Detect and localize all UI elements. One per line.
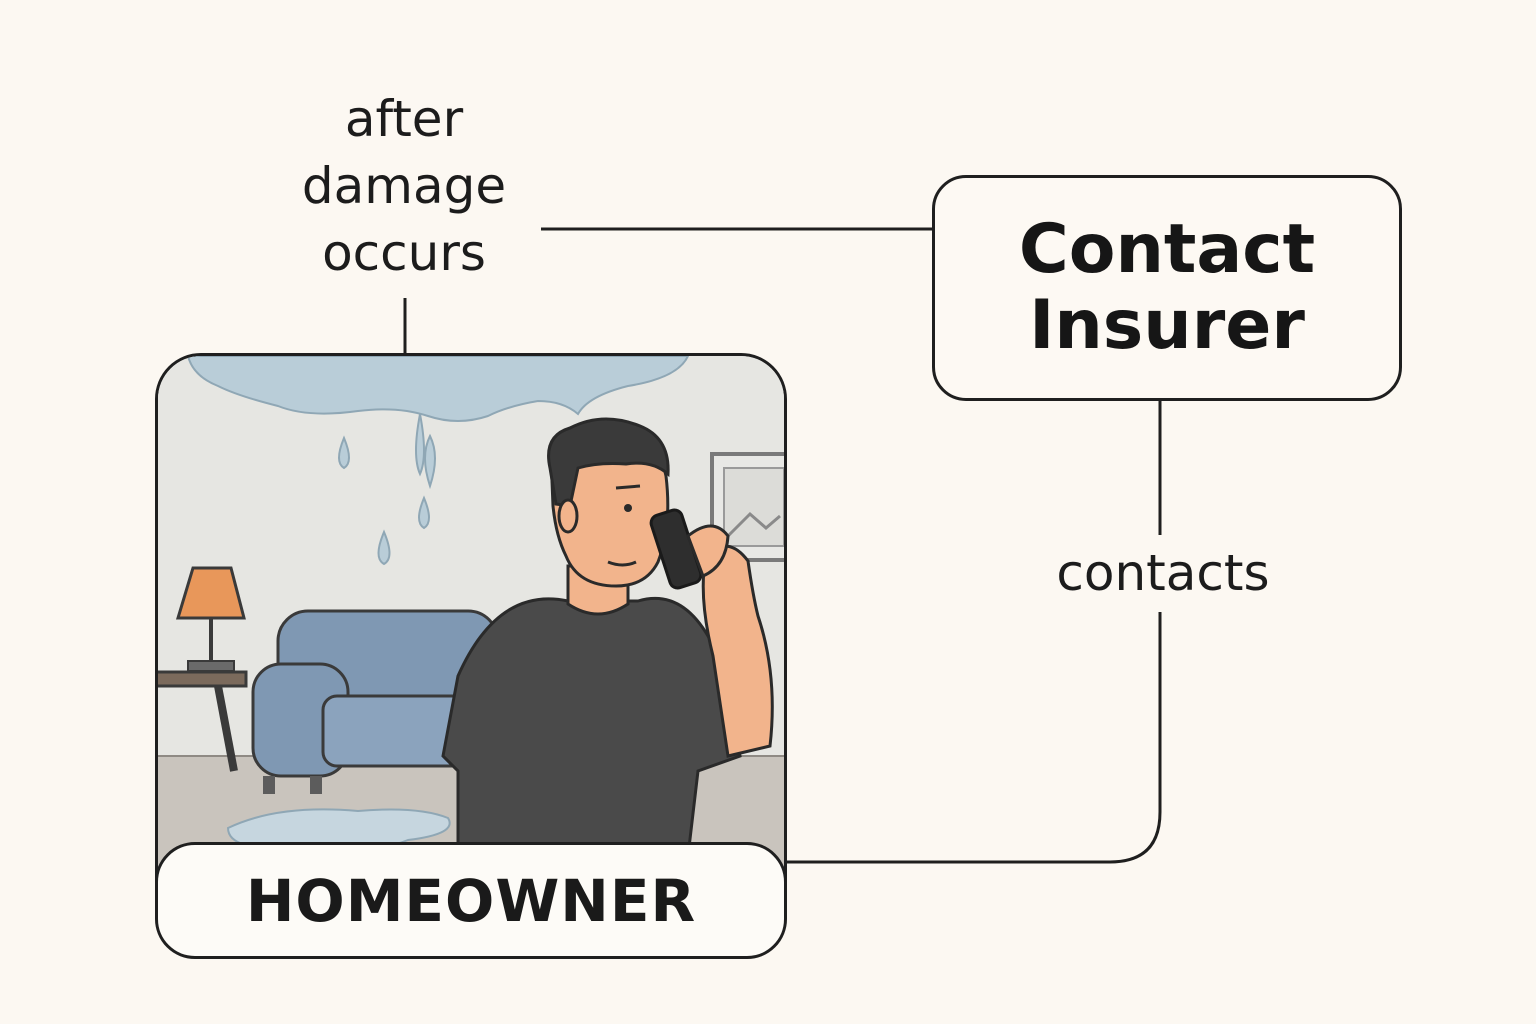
trigger-label-line-3: occurs [322, 224, 486, 282]
contact-insurer-line-2: Insurer [1029, 286, 1305, 365]
homeowner-label-text: HOMEOWNER [245, 866, 697, 935]
contact-insurer-line-1: Contact [1018, 210, 1316, 289]
contacts-edge-label: contacts [1008, 540, 1318, 606]
trigger-label-line-2: damage [301, 157, 507, 215]
contacts-return-path [787, 612, 1162, 864]
trigger-label-line-1: after [344, 90, 464, 148]
ceiling-leak-icon [186, 356, 690, 490]
contact-insurer-node: Contact Insurer [932, 175, 1402, 401]
lamp-icon [175, 566, 246, 672]
homeowner-figure-icon [441, 417, 774, 858]
homeowner-label-box: HOMEOWNER [155, 842, 787, 959]
side-table-icon [158, 670, 248, 772]
trigger-label: after damage occurs [254, 86, 554, 287]
water-drops-icon [338, 435, 430, 566]
